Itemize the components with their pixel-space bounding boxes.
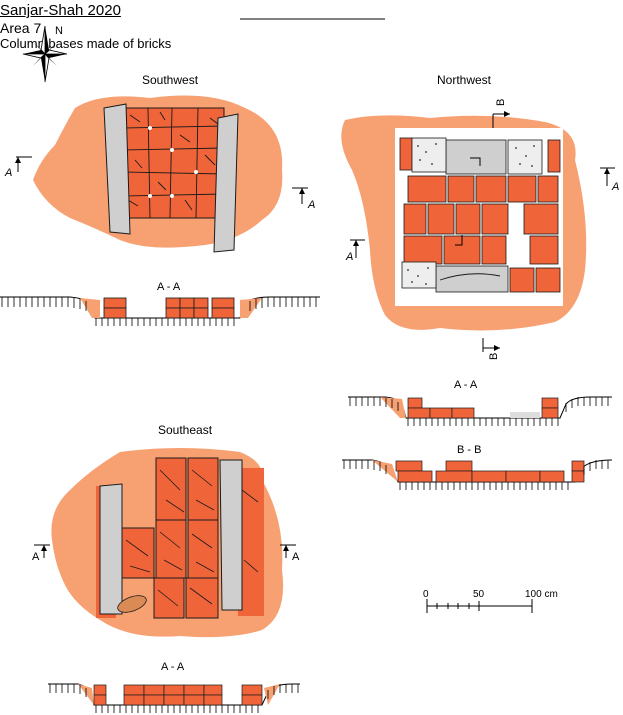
scale-tick-0: 0: [423, 589, 429, 600]
northwest-plan: [341, 115, 587, 331]
scale-tick-100: 100 cm: [525, 589, 558, 600]
site-title: Sanjar-Shah 2020: [0, 2, 121, 19]
northwest-section-marker-b-bottom: B: [482, 338, 500, 360]
north-label: N: [55, 25, 63, 37]
southwest-marker-a-left: A: [4, 167, 12, 179]
southwest-section-title: A - A: [157, 281, 181, 293]
northwest-section-b-title: B - B: [457, 444, 481, 456]
southwest-marker-a-right: A: [307, 199, 315, 211]
northwest-marker-b-bottom: B: [488, 353, 500, 360]
scale-tick-50: 50: [473, 589, 485, 600]
southeast-marker-a-right: A: [292, 551, 300, 563]
northwest-section-marker-a-left: A: [345, 239, 365, 263]
southwest-section: [0, 296, 320, 326]
southeast-section-marker-right: A: [280, 544, 300, 563]
north-arrow-icon: N: [22, 25, 68, 83]
scale-bar: 0 50 100 cm: [423, 589, 558, 613]
southwest-section-marker-left: A: [4, 156, 32, 179]
southeast-section-marker-left: A: [32, 544, 50, 563]
northwest-section-marker-a-right: A: [600, 167, 619, 193]
northwest-section-b: [342, 459, 613, 490]
area-title: Area 7: [0, 20, 42, 36]
northwest-marker-a-right: A: [611, 181, 619, 193]
northwest-marker-b-top: B: [495, 99, 507, 106]
northwest-section-a-title: A - A: [454, 379, 478, 391]
southwest-section-marker-right: A: [292, 187, 315, 211]
southeast-section-title: A - A: [161, 661, 185, 673]
southeast-marker-a-left: A: [32, 551, 40, 563]
northwest-section-marker-b-top: B: [492, 99, 510, 128]
southwest-label: Southwest: [142, 73, 199, 87]
northwest-section-a: [348, 396, 612, 426]
southeast-section: [48, 683, 300, 713]
northwest-marker-a-left: A: [345, 251, 353, 263]
southwest-plan: [33, 95, 283, 253]
northwest-label: Northwest: [437, 73, 492, 87]
southeast-label: Southeast: [158, 423, 213, 437]
southeast-plan: [51, 448, 284, 638]
